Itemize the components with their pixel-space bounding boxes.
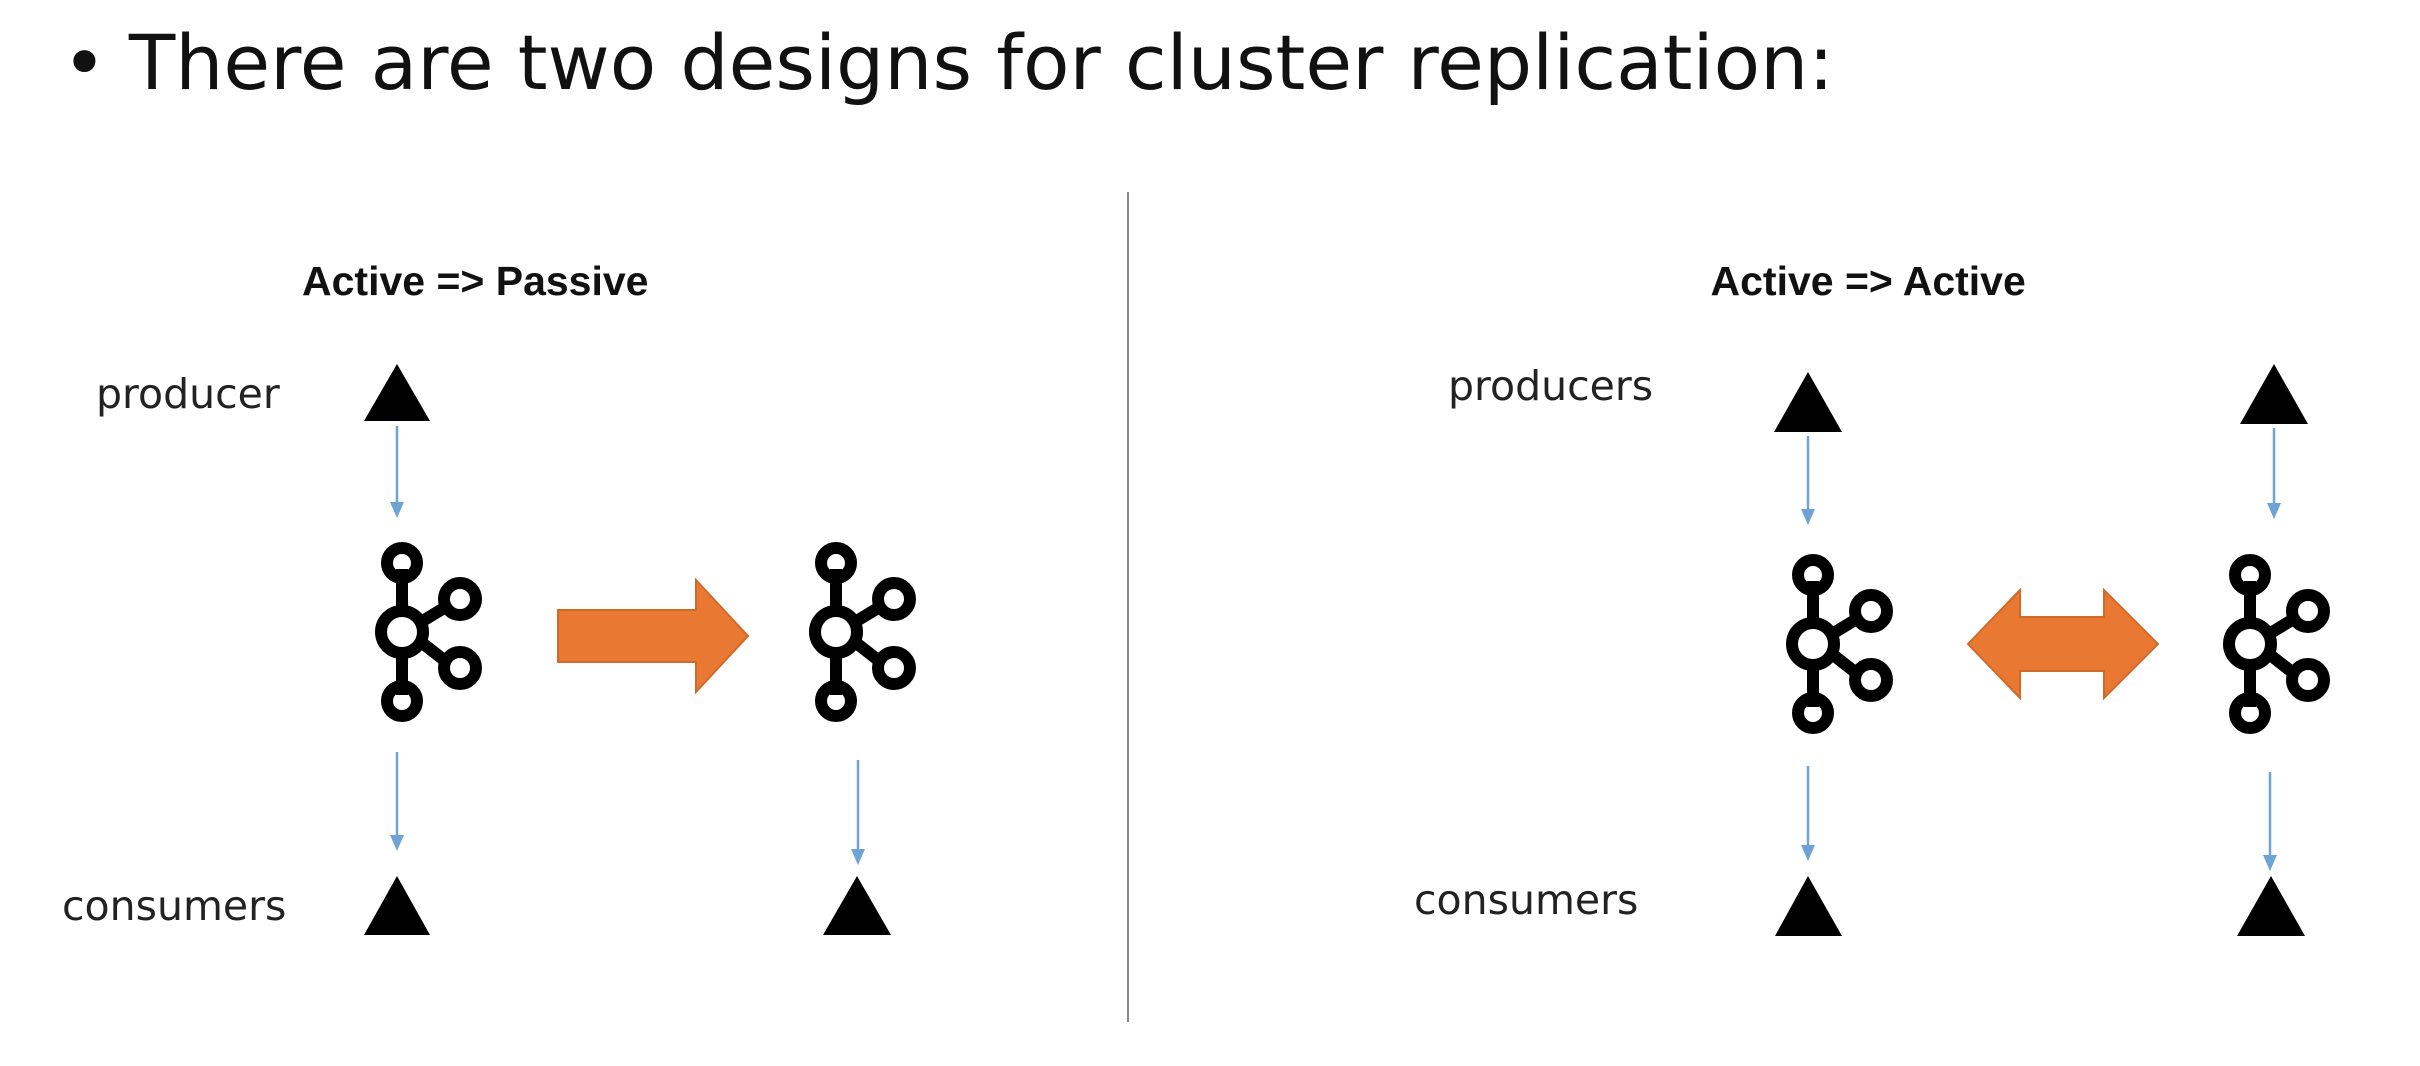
right-producer-icon-2 bbox=[2240, 364, 2308, 424]
right-producer-label: producers bbox=[1448, 362, 1654, 410]
right-consumer-flow-arrowhead-2 bbox=[2263, 855, 2277, 871]
left-passive-consumer-icon bbox=[823, 876, 891, 935]
left-replication-arrow bbox=[557, 577, 750, 695]
right-consumer-icon-2 bbox=[2237, 876, 2305, 936]
right-replication-arrow bbox=[1966, 587, 2160, 701]
right-producer-flow-arrowhead-1 bbox=[1801, 509, 1815, 525]
left-active-consumer-icon bbox=[364, 876, 430, 935]
headline: •There are two designs for cluster repli… bbox=[62, 18, 1834, 107]
right-producer-icon-1 bbox=[1774, 372, 1842, 432]
left-active-cluster-icon bbox=[381, 548, 476, 716]
left-panel-title: Active => Passive bbox=[302, 258, 649, 304]
left-producer-icon bbox=[364, 364, 430, 421]
right-consumer-label: consumers bbox=[1414, 876, 1639, 924]
left-producer-label: producer bbox=[96, 370, 280, 418]
left-producer-flow-arrowhead bbox=[390, 502, 404, 518]
right-consumer-icon-1 bbox=[1775, 876, 1842, 936]
headline-text: There are two designs for cluster replic… bbox=[128, 18, 1834, 107]
right-panel-title: Active => Active bbox=[1710, 258, 2026, 304]
right-cluster-icon-2 bbox=[2229, 560, 2324, 728]
headline-bullet: • bbox=[62, 18, 107, 107]
right-producer-flow-arrowhead-2 bbox=[2267, 503, 2281, 519]
left-passive-cluster-icon bbox=[815, 548, 910, 716]
right-consumer-flow-arrowhead-1 bbox=[1801, 845, 1815, 861]
left-passive-consumer-flow-arrowhead bbox=[851, 849, 865, 865]
left-active-consumer-flow-arrowhead bbox=[390, 835, 404, 851]
right-cluster-icon-1 bbox=[1792, 560, 1887, 728]
left-consumer-label: consumers bbox=[62, 882, 287, 930]
